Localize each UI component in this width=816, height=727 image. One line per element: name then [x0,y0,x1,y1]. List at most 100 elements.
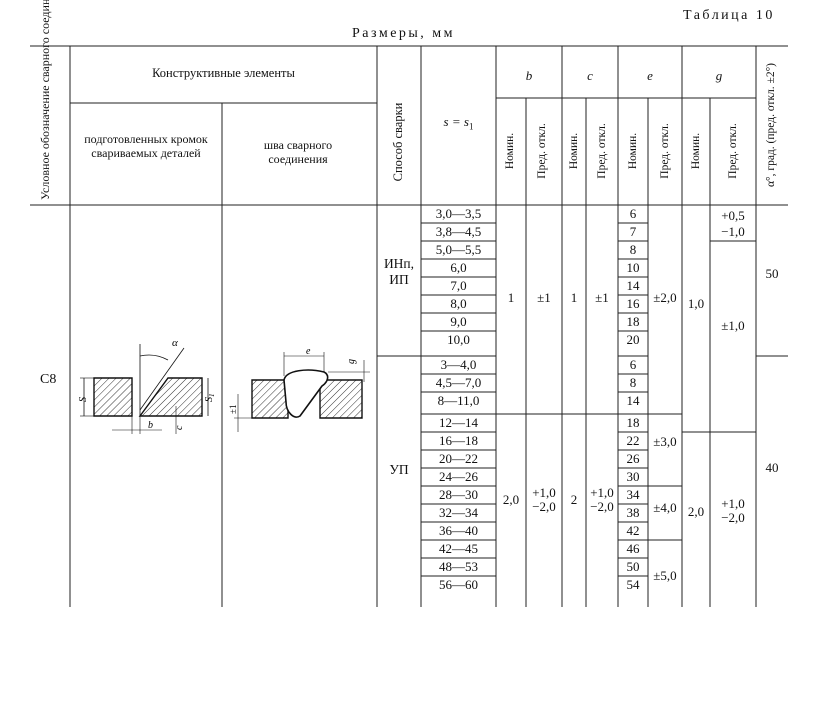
thickness-cell: 9,0 [450,314,467,329]
e-nom-header: Номин. [627,132,639,170]
e-nominal-cell: 14 [626,278,640,293]
e-dev-2: ±3,0 [653,434,677,449]
c-dev-2-plus: +1,0 [590,485,614,500]
constructive-header: Конструктивные элементы [152,66,295,80]
thickness-cell: 56—60 [439,577,478,592]
b-nom-2: 2,0 [502,492,520,507]
designation-header: Условное обозначение сварного соединения [38,0,52,200]
dim-s-label: S [78,397,89,402]
b-dev-1: ±1 [537,290,551,305]
alpha-header: α°, град. (пред. откл. ±2°) [765,62,777,188]
dim-gap-dev-label: ±1 [228,405,238,414]
thickness-cell: 36—40 [439,523,478,538]
thickness-cell: 24—26 [439,469,478,484]
prepared-edges-drawing: S S1 α b c [78,337,216,434]
c-dev-2-minus: −2,0 [590,499,614,514]
dim-alpha-label: α [172,337,178,349]
g-header: g [715,68,723,83]
c-header: c [587,68,593,83]
thickness-cell: 12—14 [439,415,478,430]
thickness-cell: 8,0 [450,296,467,311]
g-nom-header: Номин. [690,132,702,170]
thickness-cell: 42—45 [439,541,478,556]
g-dev-1a-plus: +0,5 [721,208,745,223]
thickness-cell: 3—4,0 [440,357,477,372]
thickness-cell: 6,0 [450,260,467,275]
c-nom-header: Номин. [568,132,580,170]
dim-g-label: g [346,359,357,364]
e-nominal-cell: 42 [626,523,640,538]
c-nom-1: 1 [570,290,578,305]
thickness-cell: 3,0—3,5 [435,206,482,221]
c-dev-1: ±1 [595,290,609,305]
method-first: ИНп, ИП [383,256,415,287]
e-nominal-cell: 8 [629,375,637,390]
b-dev-2-minus: −2,0 [532,499,556,514]
b-dev-header: Пред. откл. [536,123,548,179]
b-header: b [525,68,533,83]
table-label: Таблица 10 [683,8,775,23]
g-nom-1: 1,0 [687,296,705,311]
e-dev-4: ±5,0 [653,568,677,583]
e-nominal-cell: 14 [626,393,640,408]
dim-e-label: e [306,346,311,357]
weld-seam-drawing: e g ±1 [228,346,370,432]
dim-b-label: b [148,420,153,431]
e-nominal-cell: 22 [626,433,640,448]
b-nom-header: Номин. [504,132,516,170]
e-nominal-cell: 16 [626,296,640,311]
thickness-cell: 16—18 [439,433,478,448]
e-nominal-cell: 8 [629,242,637,257]
thickness-cell: 7,0 [450,278,467,293]
e-nominal-cell: 26 [626,451,640,466]
thickness-cell: 32—34 [439,505,478,520]
e-nominal-cell: 34 [626,487,640,502]
method-header: Способ сварки [391,102,405,182]
thickness-cell: 5,0—5,5 [435,242,482,257]
e-nominal-cell: 6 [629,206,637,221]
thickness-cell: 8—11,0 [437,393,480,408]
c-dev-header: Пред. откл. [596,123,608,179]
e-nominal-cell: 18 [626,314,640,329]
thickness-cell: 28—30 [439,487,478,502]
method-second: УП [389,462,409,477]
g-dev-1b: ±1,0 [721,318,745,333]
e-nominal-cell: 6 [629,357,637,372]
thickness-cell: 3,8—4,5 [435,224,482,239]
designation-cell: С8 [40,372,57,387]
thickness-cell: 20—22 [439,451,478,466]
c-nom-2: 2 [570,492,578,507]
dimensions-caption: Размеры, мм [352,26,456,41]
thickness-cell: 48—53 [439,559,478,574]
e-nominal-cell: 18 [626,415,640,430]
e-nominal-cell: 7 [629,224,637,239]
g-dev-2-plus: +1,0 [721,496,745,511]
e-nominal-cell: 30 [626,469,640,484]
e-nominal-cell: 50 [626,559,640,574]
e-nominal-cell: 20 [626,332,640,347]
e-header: e [647,68,653,83]
weld-seam-header: шва сварного соединения [263,138,333,166]
g-dev-2-minus: −2,0 [721,510,745,525]
alpha-1: 50 [765,266,779,281]
thickness-header: s = s1 [443,114,474,132]
alpha-2: 40 [765,460,779,475]
thickness-cell: 4,5—7,0 [435,375,482,390]
prepared-edges-header: подготовленных кромок свариваемых детале… [84,132,208,160]
e-nominal-cell: 46 [626,541,640,556]
e-nominal-cell: 10 [626,260,640,275]
b-nom-1: 1 [507,290,515,305]
dim-s1-label: S1 [204,394,216,403]
e-dev-1: ±2,0 [653,290,677,305]
e-nominal-cell: 54 [626,577,640,592]
dim-c-label: c [174,425,185,430]
b-dev-2-plus: +1,0 [532,485,556,500]
thickness-cell: 10,0 [447,332,470,347]
e-dev-header: Пред. откл. [659,123,671,179]
e-nominal-cell: 38 [626,505,640,520]
g-dev-1a-minus: −1,0 [721,224,745,239]
e-dev-3: ±4,0 [653,500,677,515]
g-nom-2: 2,0 [687,504,705,519]
g-dev-header: Пред. откл. [727,123,739,179]
